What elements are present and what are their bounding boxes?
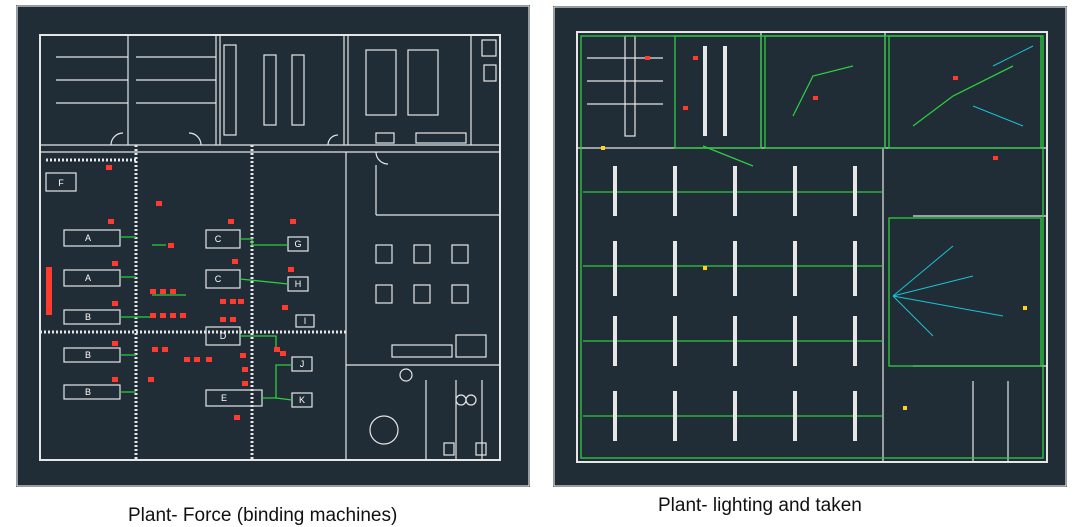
force-plan-drawing: F A A B B B C C D E G H I J K: [16, 5, 530, 487]
label-g: G: [294, 239, 301, 249]
label-e: E: [221, 393, 227, 403]
machine-g: [287, 236, 309, 252]
machine-b1: [63, 309, 121, 325]
switch-markers: [645, 56, 998, 160]
outlet-markers: [46, 165, 296, 420]
lighting-plan-drawing: [553, 6, 1067, 487]
machine-c2: [205, 269, 241, 289]
machine-b3: [63, 384, 121, 400]
light-fixtures: [613, 46, 857, 441]
label-c1: C: [215, 234, 222, 244]
label-c2: C: [215, 274, 222, 284]
label-j: J: [300, 359, 305, 369]
machine-a2: [63, 269, 121, 287]
machine-a1: [63, 229, 121, 247]
drawing-frame: [16, 5, 530, 487]
right-plan-caption: Plant- lighting and taken: [658, 495, 862, 516]
label-i: I: [304, 316, 307, 326]
machine-b2: [63, 347, 121, 363]
machine-j: [291, 356, 313, 372]
lighting-circuits: [580, 35, 1044, 459]
label-f: F: [58, 178, 64, 188]
machine-f: [45, 172, 77, 192]
machine-i: [295, 314, 315, 328]
outlet-markers: [601, 146, 1027, 410]
label-k: K: [299, 395, 305, 405]
building-outline: [39, 34, 501, 461]
label-a2: A: [85, 273, 91, 283]
machine-e: [205, 389, 263, 407]
label-a1: A: [85, 233, 91, 243]
data-lines: [892, 45, 1034, 337]
label-b2: B: [85, 350, 91, 360]
drawing-frame: [553, 6, 1067, 487]
label-h: H: [295, 279, 302, 289]
label-d: D: [220, 331, 227, 341]
machine-c1: [205, 229, 241, 249]
power-circuits: [120, 236, 293, 401]
lighting-plan-panel: [553, 6, 1067, 487]
label-b3: B: [85, 387, 91, 397]
label-b1: B: [85, 312, 91, 322]
force-plan-panel: F A A B B B C C D E G H I J K: [16, 5, 530, 487]
left-plan-caption: Plant- Force (binding machines): [128, 505, 398, 526]
